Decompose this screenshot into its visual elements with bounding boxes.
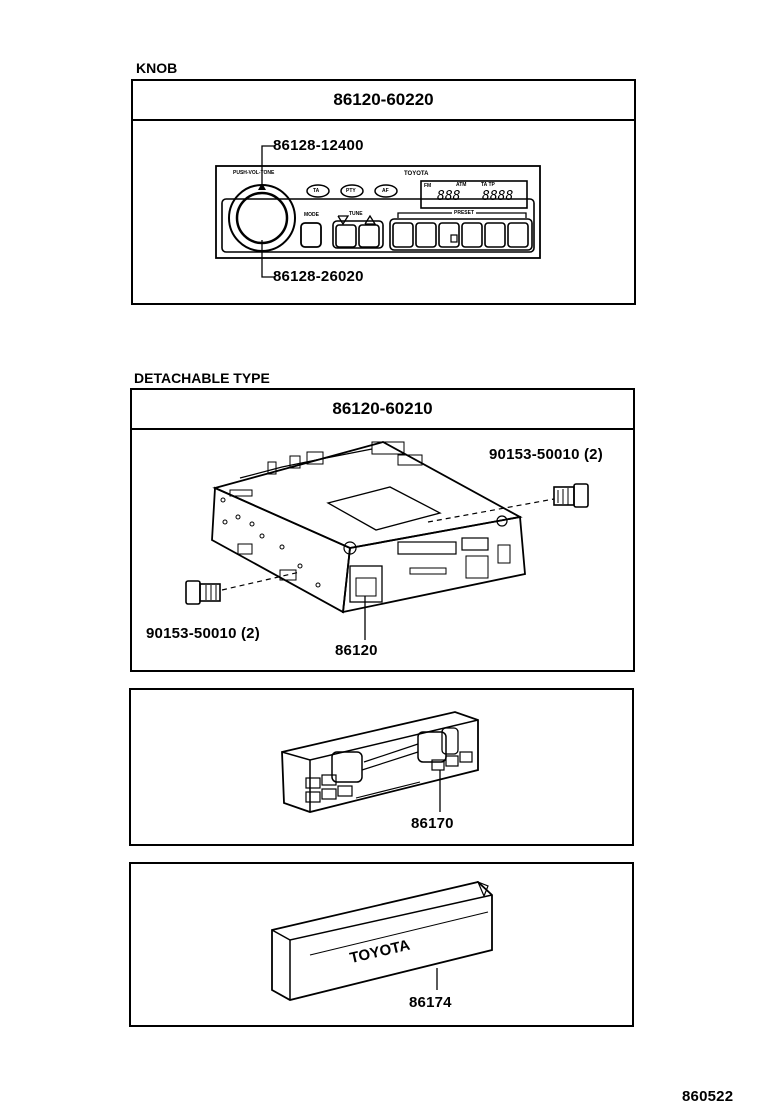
knob-bottom-part-number: 86128-26020 [273,268,364,285]
screw-left-part-number: 90153-50010 (2) [146,625,260,642]
screw-right-part-number: 90153-50010 (2) [489,446,603,463]
knob-section-box: 86120-60220 [131,79,636,305]
knob-section-title: KNOB [136,60,178,76]
af-button-label: AF [382,188,389,194]
display-atm-label: ATM [456,182,467,188]
display-digits-left: 888 [437,189,461,204]
tune-label: TUNE [349,211,363,217]
faceplate-section-box [129,688,634,846]
page-code: 860522 [682,1088,734,1105]
detachable-assembly-part-number: 86120-60210 [132,390,633,430]
knob-assembly-part-number: 86120-60220 [133,81,634,121]
preset-label: PRESET [452,210,477,216]
ta-button-label: TA [313,188,320,194]
case-section-box [129,862,634,1027]
display-fm-label: FM [424,183,432,189]
mode-label: MODE [304,212,319,218]
detachable-section-box: 86120-60210 [130,388,635,672]
detachable-section-title: DETACHABLE TYPE [134,370,270,386]
case-part-number: 86174 [409,994,452,1011]
panel-brand-label: TOYOTA [404,171,429,177]
faceplate-part-number: 86170 [411,815,454,832]
pty-button-label: PTY [346,188,356,194]
knob-function-label: PUSH-VOL-TONE [233,170,275,176]
display-digits-right: 8888 [482,189,514,204]
unit-part-number: 86120 [335,642,378,659]
knob-top-part-number: 86128-12400 [273,137,364,154]
display-tatp-label: TA TP [481,182,495,188]
